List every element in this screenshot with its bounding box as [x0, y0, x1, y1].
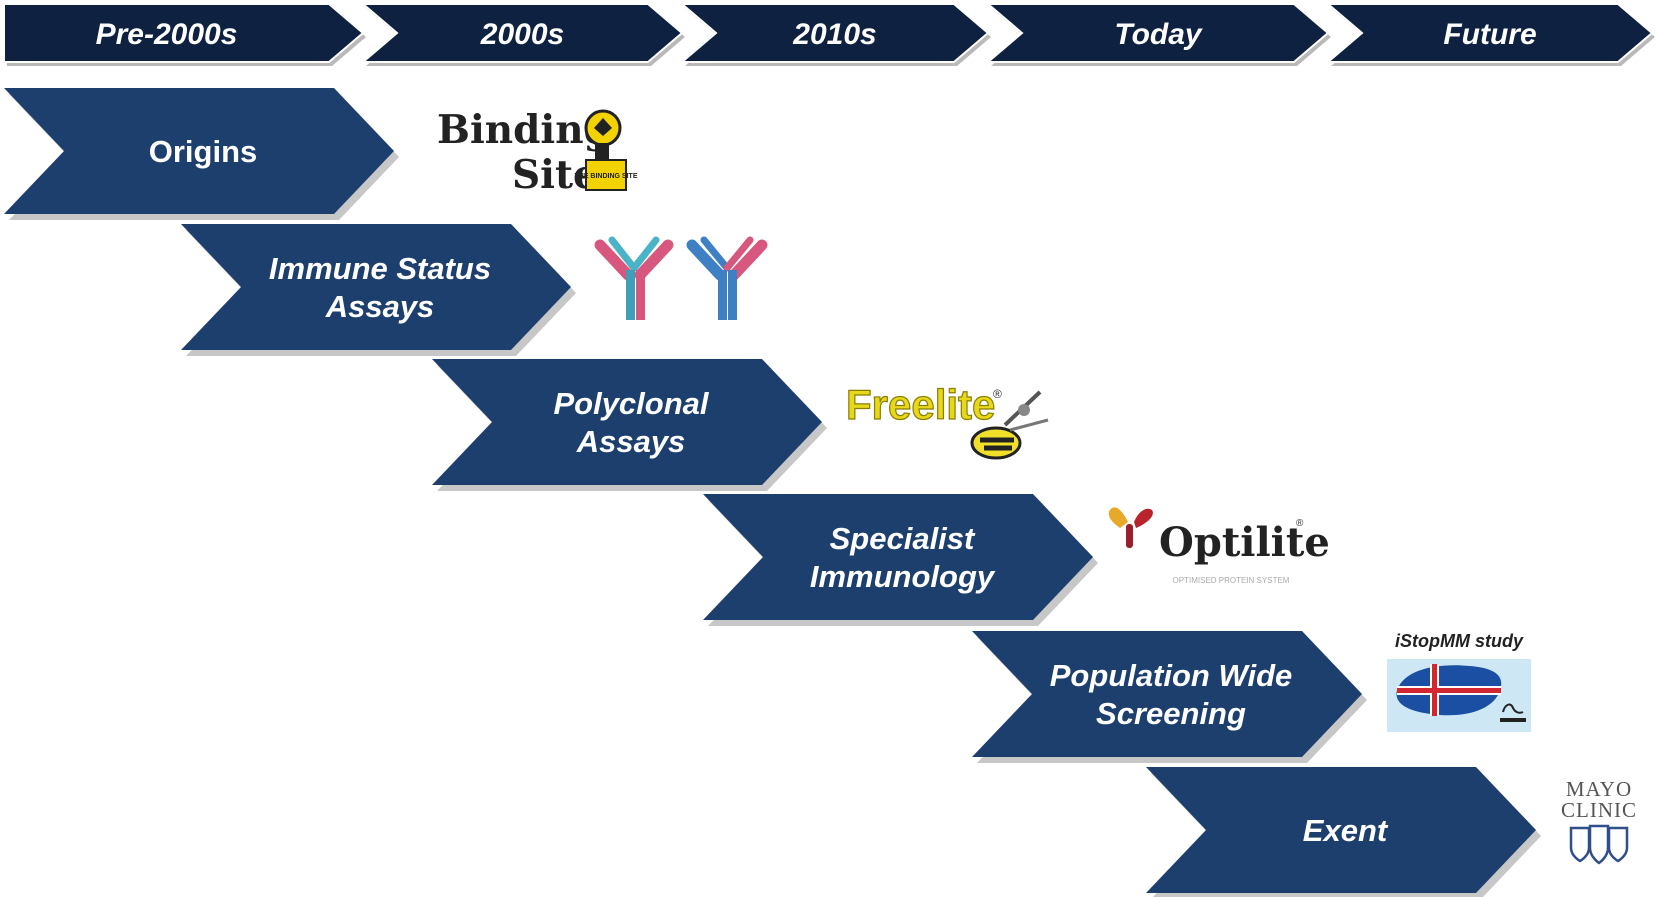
era-label: Pre-2000s — [96, 18, 238, 51]
freelite-logo: Freelite ® — [845, 380, 1049, 460]
freelite-mascot-icon — [970, 390, 1049, 460]
mayo-line1: MAYO — [1566, 777, 1632, 801]
stage-label: Population Wide — [1050, 658, 1293, 693]
stage-chevron: Exent — [1146, 767, 1541, 897]
stage-label: Exent — [1303, 813, 1389, 848]
stage-label: Origins — [149, 134, 258, 169]
freelite-registered-mark: ® — [993, 387, 1002, 401]
mayo-clinic-logo: MAYO CLINIC — [1561, 777, 1637, 865]
era-segment: 2000s — [360, 3, 685, 66]
antibody-icon — [594, 236, 768, 320]
stage-label: Immunology — [810, 559, 996, 594]
antibody-left-icon — [594, 236, 674, 320]
binding-site-badge: THE BINDING SITE — [574, 173, 637, 180]
istopmm-caption: iStopMM study — [1395, 631, 1524, 651]
era-segment: Pre-2000s — [3, 3, 366, 66]
istopmm-logo: iStopMM study — [1387, 631, 1531, 732]
mayo-line2: CLINIC — [1561, 798, 1637, 822]
era-label: Future — [1443, 18, 1536, 51]
stage-label: Immune Status — [269, 251, 491, 286]
era-segment: Today — [985, 3, 1331, 66]
binding-site-line1: Binding — [437, 107, 611, 153]
era-segment: 2010s — [679, 3, 991, 66]
iceland-flag-map-icon — [1387, 659, 1531, 732]
stage-label: Specialist — [830, 521, 976, 556]
era-label: Today — [1114, 18, 1203, 51]
binding-site-logo: Binding Site THE BINDING SITE — [437, 107, 638, 198]
stage-chevron: Origins — [4, 88, 399, 220]
era-segment: Future — [1325, 3, 1655, 66]
era-label: 2010s — [792, 18, 876, 51]
antibody-right-icon — [686, 236, 768, 320]
optilite-tagline: OPTIMISED PROTEIN SYSTEM — [1173, 576, 1290, 585]
optilite-mark-icon — [1108, 507, 1153, 548]
stage-label: Screening — [1096, 696, 1246, 731]
mayo-shields-icon — [1569, 824, 1629, 865]
optilite-logo: Optilite ® OPTIMISED PROTEIN SYSTEM — [1108, 507, 1330, 585]
freelite-wordmark: Freelite — [846, 381, 995, 428]
stage-label: Assays — [576, 424, 686, 459]
era-header-bar: Pre-2000s 2000s 2010s Today Future — [3, 3, 1655, 66]
binding-site-line2: Site — [512, 152, 598, 198]
stage-label: Polyclonal — [553, 386, 709, 421]
stage-label: Assays — [325, 289, 435, 324]
optilite-registered-mark: ® — [1296, 518, 1304, 529]
era-label: 2000s — [480, 18, 564, 51]
optilite-wordmark: Optilite — [1159, 519, 1330, 566]
binding-site-emblem-icon: THE BINDING SITE — [574, 109, 638, 191]
